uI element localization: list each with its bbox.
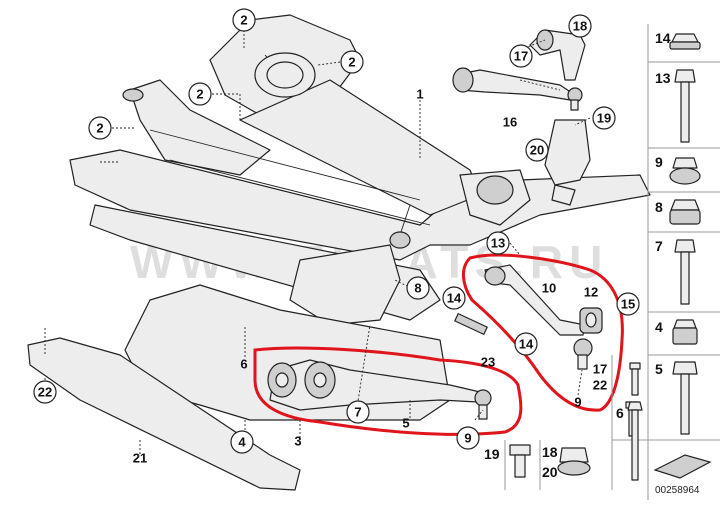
callout-17-top: 17 <box>509 44 533 68</box>
svg-text:2: 2 <box>240 13 247 28</box>
label-22-lower: 22 <box>593 378 607 393</box>
legend-9: 9 <box>655 154 663 170</box>
label-6-skid-plate: 6 <box>240 357 247 372</box>
highlight-tension-strut <box>462 253 624 412</box>
loose-hardware-drawing <box>509 362 641 478</box>
label-9-diagram-a: 9 <box>574 395 581 410</box>
svg-text:17: 17 <box>514 49 528 64</box>
callout-2-left-upper: 2 <box>188 82 212 106</box>
bracket-drawing <box>544 119 591 206</box>
svg-text:18: 18 <box>573 19 587 34</box>
svg-text:14: 14 <box>519 337 534 352</box>
svg-text:22: 22 <box>38 385 52 400</box>
svg-text:14: 14 <box>447 291 462 306</box>
callout-13-diagram: 13 <box>486 231 510 255</box>
legend-8: 8 <box>655 199 663 215</box>
svg-text:9: 9 <box>464 431 471 446</box>
legend-4: 4 <box>655 319 663 335</box>
callout-9-diagram-b: 9 <box>456 426 480 450</box>
label-23: 23 <box>481 355 495 370</box>
lower-control-arm-drawing <box>267 359 492 420</box>
bolt-medium-icon <box>674 239 696 305</box>
parts-legend: 14 13 9 8 7 4 5 17 22 19 18 20 6 <box>484 24 720 500</box>
label-17-lower: 17 <box>593 362 607 377</box>
arrow-direction-icon <box>653 454 712 479</box>
callout-2-top: 2 <box>232 8 256 32</box>
callout-20-bracket: 20 <box>525 138 549 162</box>
svg-text:13: 13 <box>491 236 505 251</box>
svg-text:8: 8 <box>414 281 421 296</box>
callout-14-diagram-a: 14 <box>442 286 466 310</box>
svg-text:7: 7 <box>354 405 361 420</box>
bolt-flanged-icon <box>672 361 698 435</box>
upper-arm-drawing <box>452 29 586 111</box>
svg-text:2: 2 <box>196 87 203 102</box>
svg-text:15: 15 <box>621 297 635 312</box>
svg-text:4: 4 <box>238 435 246 450</box>
callout-19-bracket: 19 <box>592 106 616 130</box>
callout-2-left: 2 <box>88 116 112 140</box>
svg-text:2: 2 <box>96 121 103 136</box>
legend-20: 20 <box>542 464 558 480</box>
callout-2-upper-right: 2 <box>340 50 364 74</box>
nut-flanged-icon <box>669 33 701 50</box>
callout-18: 18 <box>568 14 592 38</box>
hex-nut-icon <box>669 199 701 225</box>
label-3: 3 <box>294 434 301 449</box>
svg-text:20: 20 <box>530 143 544 158</box>
cross-brace-drawing <box>27 337 301 491</box>
label-10-tension-strut: 10 <box>542 281 556 296</box>
svg-text:2: 2 <box>348 55 355 70</box>
bolt-long-icon <box>674 69 696 143</box>
label-12: 12 <box>584 285 598 300</box>
callout-4-diagram: 4 <box>230 430 254 454</box>
subframe-drawing <box>69 14 651 326</box>
callout-22-brace: 22 <box>33 380 57 404</box>
legend-13: 13 <box>655 70 671 86</box>
pin-drawing <box>454 312 488 336</box>
label-16-upper-arm: 16 <box>503 115 517 130</box>
highlight-lower-arm <box>253 346 523 436</box>
legend-5: 5 <box>655 361 663 377</box>
tension-strut-drawing <box>484 264 603 370</box>
legend-14: 14 <box>655 30 671 46</box>
legend-19: 19 <box>484 446 500 462</box>
nut-self-locking-icon <box>669 157 701 185</box>
callout-7-diagram: 7 <box>346 400 370 424</box>
label-5-control-arm: 5 <box>402 416 409 431</box>
legend-7: 7 <box>655 238 663 254</box>
label-21-brace: 21 <box>133 451 147 466</box>
bolt-long-lower-icon <box>627 401 643 481</box>
callout-15: 15 <box>616 292 640 316</box>
legend-18: 18 <box>542 444 558 460</box>
callout-14-diagram-b: 14 <box>514 332 538 356</box>
label-1-subframe: 1 <box>416 87 423 102</box>
legend-6: 6 <box>616 405 624 421</box>
svg-text:19: 19 <box>597 111 611 126</box>
callout-8-diagram: 8 <box>406 276 430 300</box>
nut-small-icon <box>672 319 698 345</box>
document-id: 00258964 <box>655 485 700 496</box>
